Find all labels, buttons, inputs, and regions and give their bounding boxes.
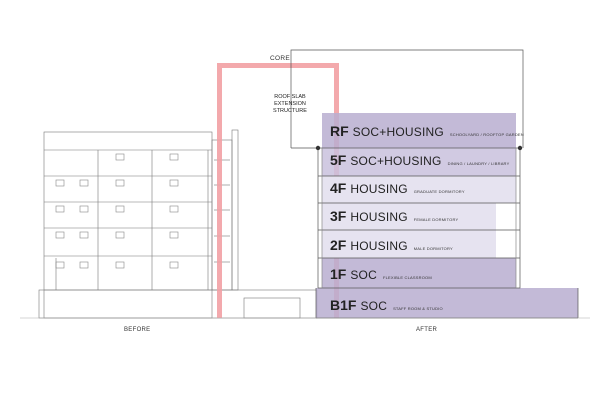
before-basement <box>38 289 318 319</box>
floor-label-3f: 3F HOUSING FEMALE DORMITORY <box>330 208 458 224</box>
band-4f <box>322 176 516 203</box>
floor-program: MALE DORMITORY <box>413 246 453 251</box>
after-caption: AFTER <box>416 327 438 333</box>
floor-use: SOC <box>350 268 377 282</box>
floor-code: 1F <box>330 266 347 282</box>
band-2f <box>322 230 496 258</box>
band-b1f <box>316 288 578 318</box>
floor-program: GRADUATE DORMITORY <box>413 189 465 194</box>
floor-program: DINING / LAUNDRY / LIBRARY <box>447 161 510 166</box>
floor-label-5f: 5F SOC+HOUSING DINING / LAUNDRY / LIBRAR… <box>330 152 509 168</box>
floor-use: HOUSING <box>350 210 408 224</box>
band-rf <box>322 113 516 148</box>
floor-use: SOC+HOUSING <box>352 125 444 139</box>
joint-dot-left <box>315 145 321 151</box>
floor-label-2f: 2F HOUSING MALE DORMITORY <box>330 237 453 253</box>
floor-code: 4F <box>330 180 347 196</box>
floor-use: HOUSING <box>350 182 408 196</box>
before-caption: BEFORE <box>124 327 151 333</box>
floor-label-rf: RF SOC+HOUSING SCHOOLYARD / ROOFTOP GARD… <box>330 123 524 139</box>
roof-ext-line-3: STRUCTURE <box>273 108 307 114</box>
floor-program: STAFF ROOM & STUDIO <box>393 306 443 311</box>
floor-code: B1F <box>330 297 357 313</box>
band-1f <box>322 258 516 288</box>
floor-program: SCHOOLYARD / ROOFTOP GARDEN <box>449 132 524 137</box>
floor-code: 3F <box>330 208 347 224</box>
floor-use: HOUSING <box>350 239 408 253</box>
band-5f <box>322 148 516 176</box>
floor-code: 5F <box>330 152 347 168</box>
floor-label-b1f: B1F SOC STAFF ROOM & STUDIO <box>330 297 443 313</box>
joint-dot-right <box>517 145 523 151</box>
roof-extension-outline <box>290 49 524 149</box>
core-label: CORE <box>270 55 290 62</box>
floor-code: 2F <box>330 237 347 253</box>
roof-ext-line-2: EXTENSION <box>274 101 306 107</box>
floor-program: FLEXIBLE CLASSROOM <box>382 275 432 280</box>
band-3f <box>322 203 496 230</box>
after-floor-bands <box>316 113 578 318</box>
floor-code: RF <box>330 123 349 139</box>
floor-program: FEMALE DORMITORY <box>413 217 459 222</box>
floor-label-4f: 4F HOUSING GRADUATE DORMITORY <box>330 180 465 196</box>
roof-extension-label: ROOF SLAB EXTENSION STRUCTURE <box>258 94 322 115</box>
floor-label-1f: 1F SOC FLEXIBLE CLASSROOM <box>330 266 432 282</box>
floor-use: SOC <box>360 299 388 313</box>
before-building <box>38 129 318 319</box>
roof-ext-line-1: ROOF SLAB <box>274 94 306 100</box>
floor-use: SOC+HOUSING <box>350 154 442 168</box>
